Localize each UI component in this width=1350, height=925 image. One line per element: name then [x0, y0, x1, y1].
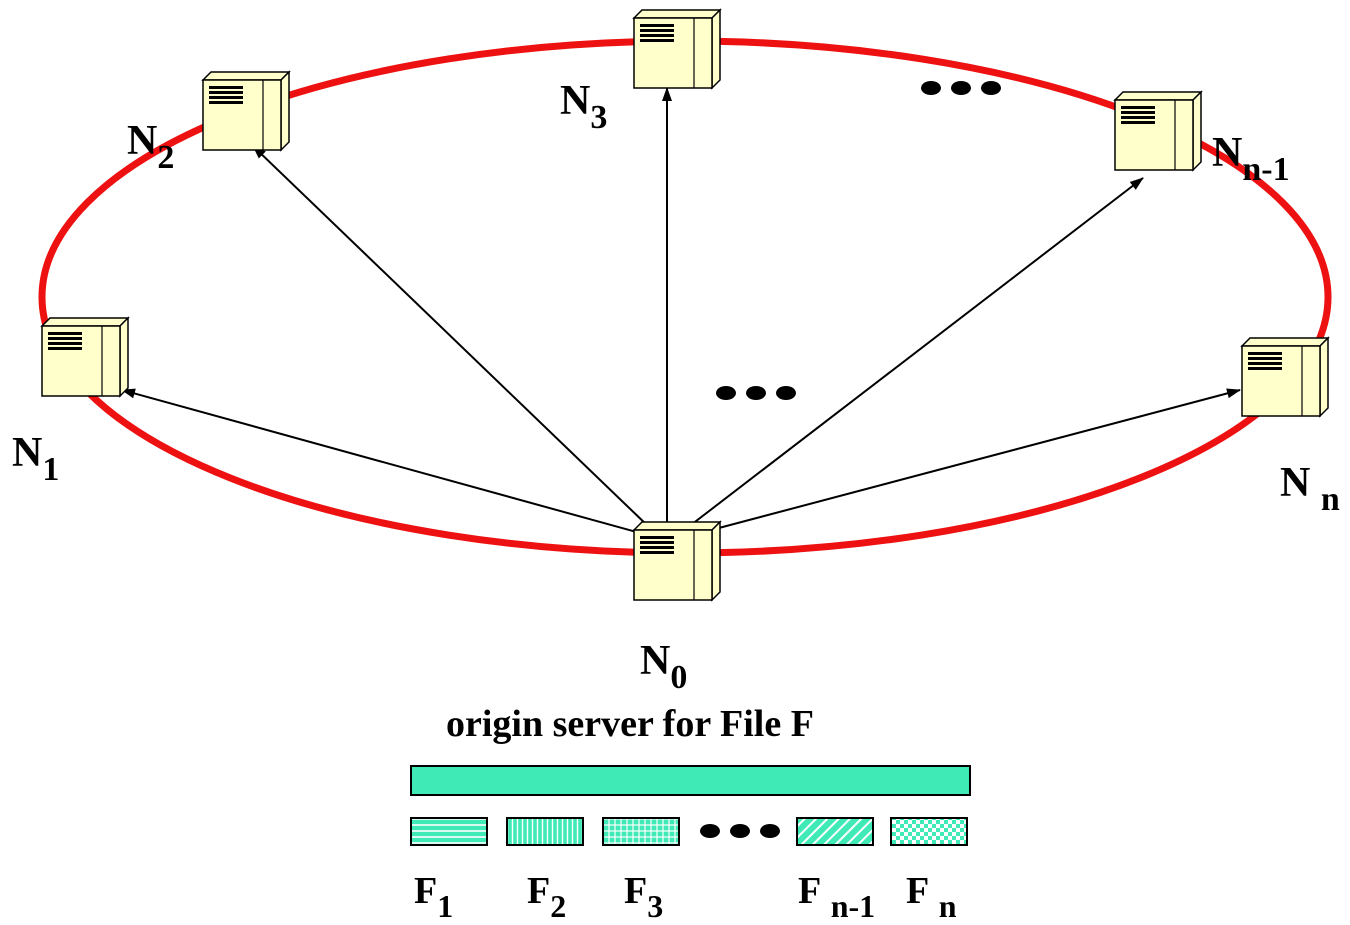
- origin-server-caption: origin server for File F: [446, 703, 814, 745]
- label-f1-sub: 1: [437, 888, 454, 924]
- label-n3: N3: [560, 80, 607, 135]
- ellipsis-icon-middle: [716, 386, 796, 400]
- label-n1-main: N: [12, 430, 43, 476]
- label-fn-minus-1-main: F: [798, 870, 822, 912]
- label-n-minus-1-sub: n-1: [1242, 151, 1290, 188]
- server-icon-n0: [633, 521, 721, 601]
- ellipsis-icon-fragments: [700, 824, 780, 838]
- ellipsis-icon-top: [921, 81, 1001, 95]
- label-fn-main: F: [906, 870, 930, 912]
- file-f-bar: [410, 765, 971, 796]
- label-n2-sub: 2: [157, 139, 175, 176]
- label-n2-main: N: [127, 118, 158, 164]
- fragment-f1-block: [410, 817, 488, 846]
- server-icon-nn: [1241, 337, 1329, 417]
- label-nn: N n: [1280, 462, 1340, 517]
- label-f2-main: F: [527, 870, 551, 912]
- label-n3-main: N: [560, 78, 591, 124]
- label-f1-main: F: [414, 870, 438, 912]
- label-fn-sub: n: [938, 888, 957, 924]
- fragment-f3-block: [602, 817, 680, 846]
- arrow-to-nn: [699, 388, 1241, 534]
- label-fn-minus-1: F n-1: [798, 872, 875, 922]
- label-n3-sub: 3: [590, 99, 608, 136]
- fragment-f2-block: [506, 817, 584, 846]
- arrow-to-n2: [252, 145, 651, 529]
- fragment-fn-minus-1-block: [796, 817, 874, 846]
- label-f1: F1: [414, 872, 453, 922]
- server-icon-n3: [633, 9, 721, 89]
- server-icon-n-minus-1: [1114, 91, 1202, 171]
- server-icon-n2: [202, 71, 290, 151]
- label-f3: F3: [624, 872, 663, 922]
- label-n-minus-1-main: N: [1212, 130, 1243, 176]
- label-n1-sub: 1: [42, 451, 60, 488]
- label-f3-main: F: [624, 870, 648, 912]
- label-f2: F2: [527, 872, 566, 922]
- label-nn-main: N: [1280, 460, 1311, 506]
- label-n2: N2: [127, 120, 174, 175]
- label-n-minus-1: Nn-1: [1212, 132, 1290, 187]
- label-n0: N0: [640, 640, 687, 695]
- label-nn-sub: n: [1320, 481, 1340, 518]
- arrow-to-n-minus-1: [686, 177, 1144, 529]
- label-fn: F n: [906, 872, 957, 922]
- label-f3-sub: 3: [647, 888, 664, 924]
- server-icon-n1: [41, 317, 129, 397]
- distribution-arrows: [121, 87, 1241, 534]
- arrow-to-n1: [121, 388, 641, 534]
- label-n0-sub: 0: [670, 659, 688, 696]
- label-f2-sub: 2: [550, 888, 567, 924]
- label-fn-minus-1-sub: n-1: [830, 888, 876, 924]
- label-n1: N1: [12, 432, 59, 487]
- label-n0-main: N: [640, 638, 671, 684]
- fragment-fn-block: [890, 817, 968, 846]
